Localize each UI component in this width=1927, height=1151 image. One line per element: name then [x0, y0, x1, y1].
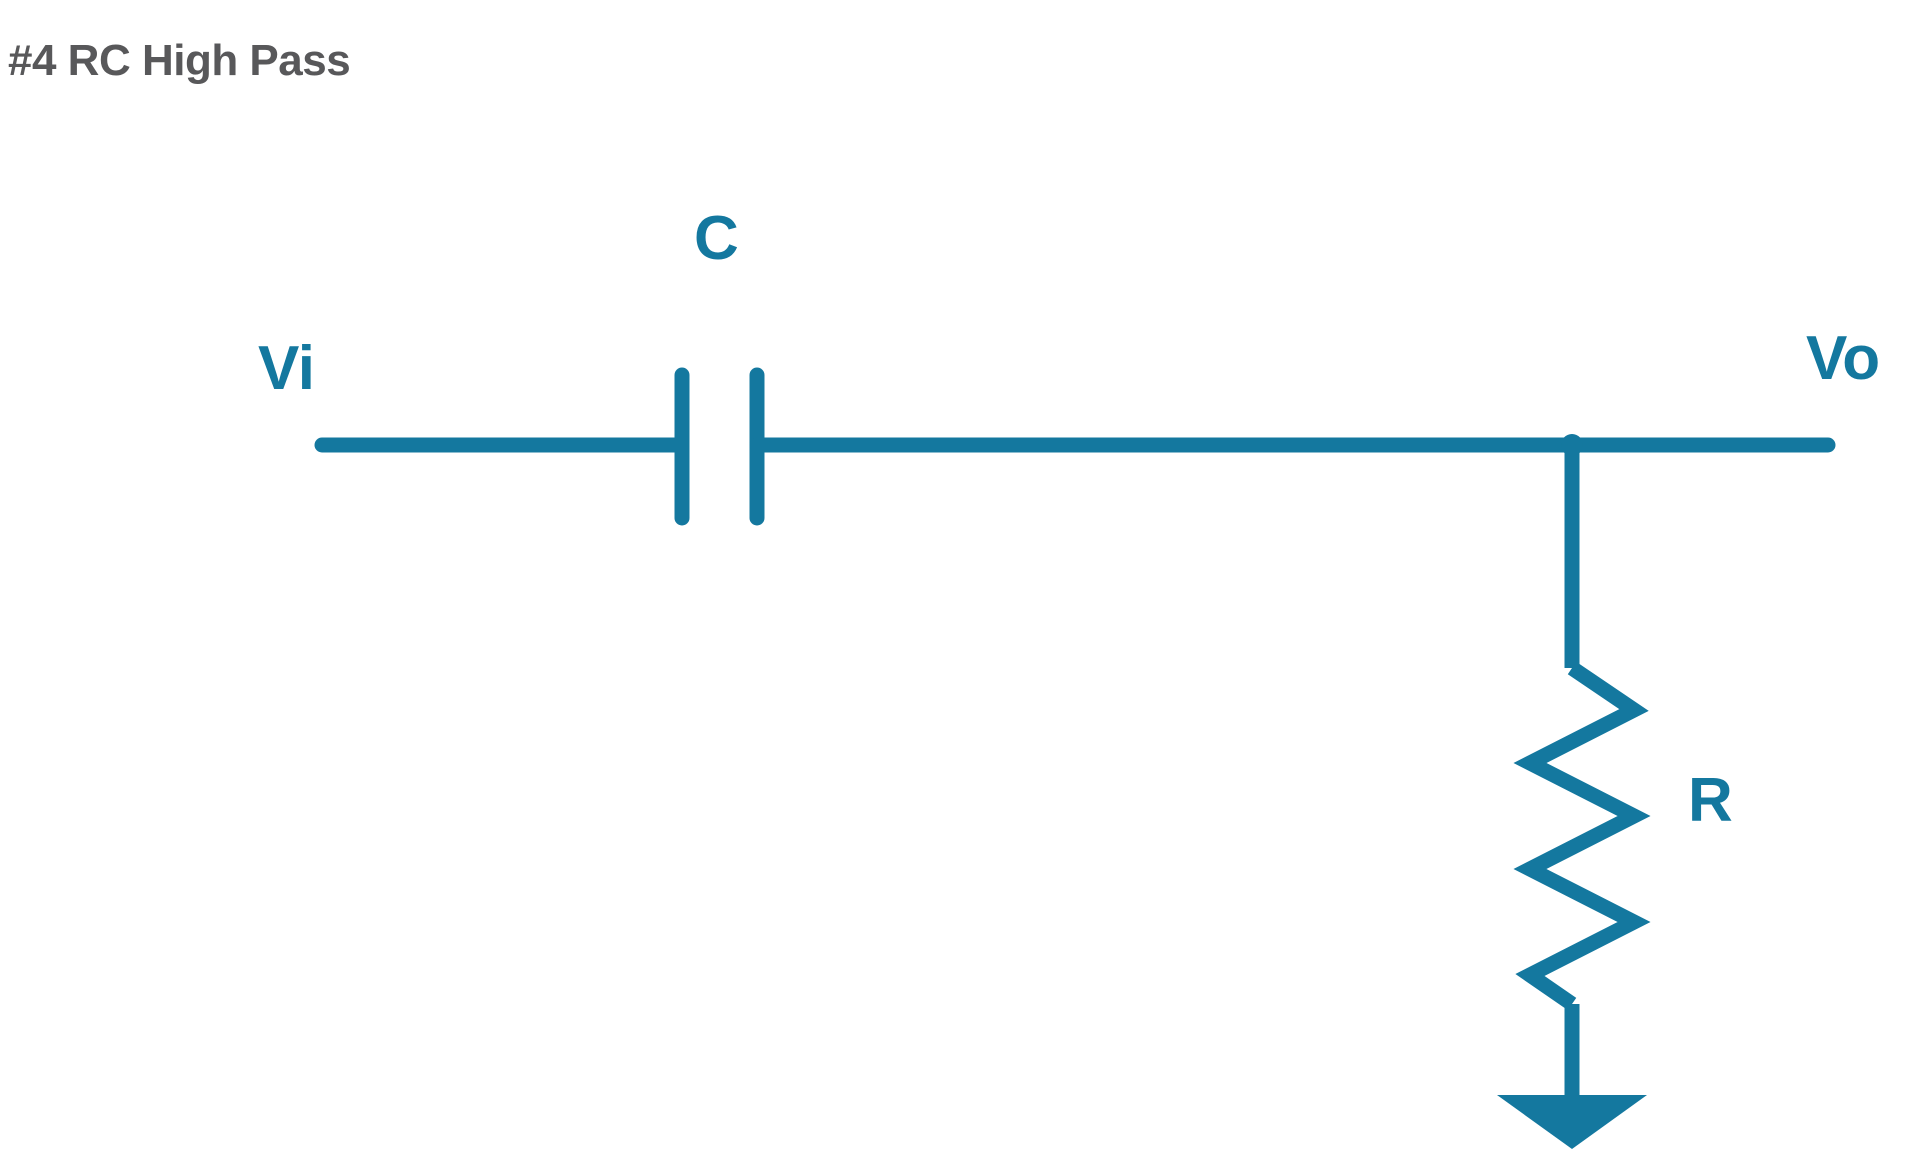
page-title: #4 RC High Pass: [8, 36, 351, 85]
capacitor-label: C: [694, 204, 739, 273]
ground-arrow-icon: [1497, 1095, 1647, 1149]
resistor-label: R: [1688, 766, 1733, 835]
output-label: Vo: [1806, 324, 1880, 393]
resistor-zigzag: [1513, 661, 1651, 1011]
input-label: Vi: [258, 334, 315, 403]
